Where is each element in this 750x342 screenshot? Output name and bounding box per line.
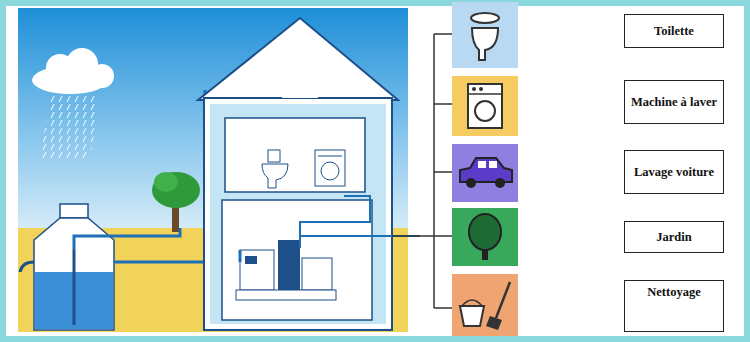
distribution-bracket xyxy=(392,34,452,308)
tree xyxy=(152,172,200,232)
use-label-box: Lavage voiture xyxy=(624,150,724,194)
use-label-box: Jardin xyxy=(624,221,724,253)
use-icons xyxy=(452,2,518,336)
use-label-box: Machine à laver xyxy=(624,80,724,124)
frame xyxy=(3,3,747,339)
house xyxy=(198,18,420,330)
use-label-box: Toilette xyxy=(624,14,724,48)
water-tank xyxy=(20,204,114,330)
use-label: Toilette xyxy=(654,24,694,39)
use-label: Machine à laver xyxy=(631,95,717,110)
use-label: Nettoyage xyxy=(647,285,700,300)
use-label-box: Nettoyage xyxy=(624,280,724,332)
use-label: Lavage voiture xyxy=(634,165,714,180)
rain-cloud xyxy=(32,48,114,160)
use-label: Jardin xyxy=(656,230,691,245)
